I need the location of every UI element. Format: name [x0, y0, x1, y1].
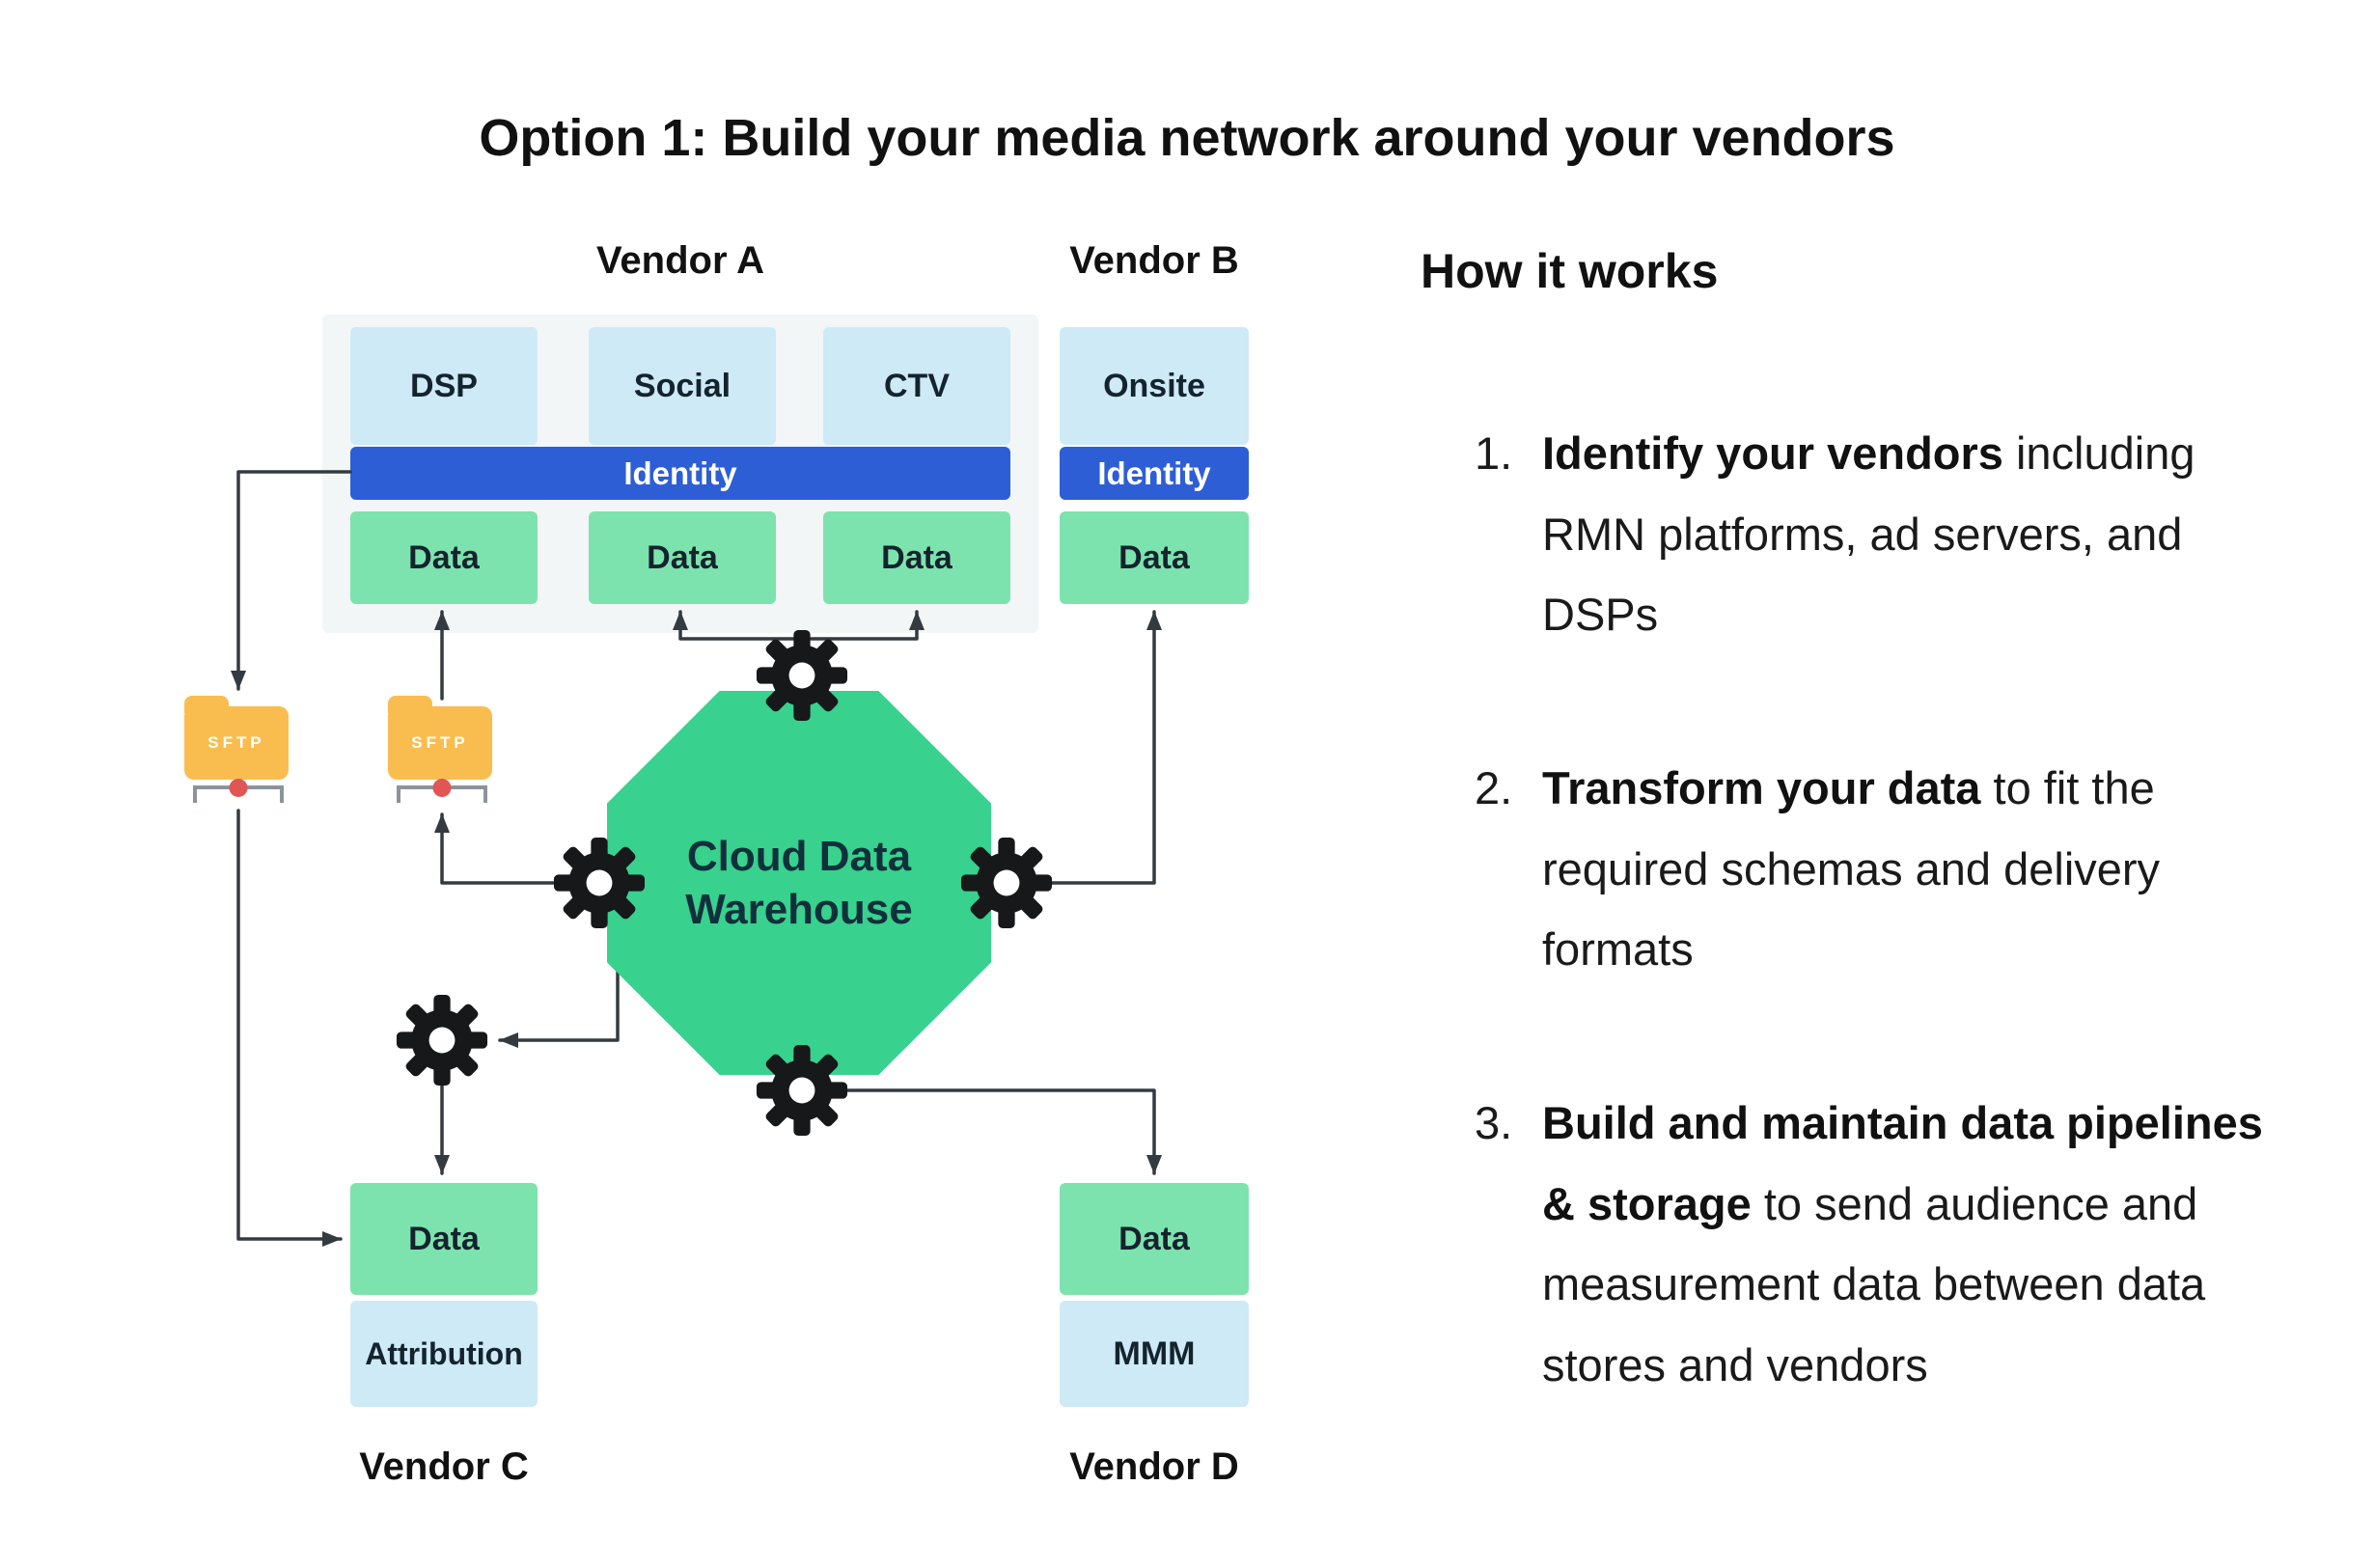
step-item-1: 1. Identify your vendors including RMN p… [1475, 413, 2362, 655]
step-item-3: 3. Build and maintain data pipelines & s… [1475, 1083, 2362, 1406]
data-box-vendor-a-ctv: Data [823, 511, 1010, 604]
step-lead-text: Identify your vendors [1542, 427, 2003, 479]
step-rest-text: to send audience and measurement data be… [1542, 1177, 2206, 1390]
channel-box-ctv: CTV [823, 327, 1010, 445]
data-box-vendor-d: Data [1060, 1183, 1249, 1295]
data-box-vendor-b: Data [1060, 511, 1249, 604]
sftp-label: SFTP [207, 733, 265, 752]
gear-icon-top [756, 629, 848, 722]
vendor-b-label: Vendor B [1069, 239, 1239, 282]
attribution-box-vendor-c: Attribution [350, 1301, 538, 1407]
sftp-folder-icon-1: SFTP [184, 693, 292, 803]
how-it-works-steps: 1. Identify your vendors including RMN p… [1475, 413, 2362, 1499]
gear-icon-lower-left [396, 994, 488, 1087]
data-box-vendor-c: Data [350, 1183, 538, 1295]
warehouse-label-line1: Cloud Data [686, 833, 912, 880]
channel-box-dsp: DSP [350, 327, 538, 445]
network-connector-icon [193, 779, 284, 803]
vendor-a-label: Vendor A [595, 239, 765, 282]
step-item-2: 2. Transform your data to fit the requir… [1475, 748, 2362, 990]
step-text: Transform your data to fit the required … [1542, 748, 2295, 990]
sftp-folder-icon-2: SFTP [388, 693, 496, 803]
sftp-label: SFTP [411, 733, 469, 752]
step-number: 3. [1475, 1096, 1513, 1148]
channel-box-social: Social [589, 327, 776, 445]
folder-icon: SFTP [388, 696, 492, 780]
step-text: Build and maintain data pipelines & stor… [1542, 1083, 2295, 1406]
red-node-dot [432, 779, 452, 797]
page-title: Option 1: Build your media network aroun… [479, 109, 1895, 167]
data-box-vendor-a-dsp: Data [350, 511, 538, 604]
folder-icon: SFTP [184, 696, 289, 780]
step-text: Identify your vendors including RMN plat… [1542, 413, 2295, 655]
mmm-box-vendor-d: MMM [1060, 1301, 1249, 1407]
step-rest-text: to fit the required schemas and delivery… [1542, 761, 2161, 976]
vendor-d-label: Vendor D [1069, 1445, 1239, 1488]
step-number: 1. [1475, 427, 1513, 479]
red-node-dot [229, 779, 248, 797]
channel-box-onsite: Onsite [1060, 327, 1249, 445]
vendor-c-label: Vendor C [359, 1445, 529, 1488]
step-number: 2. [1475, 761, 1513, 813]
data-box-vendor-a-social: Data [589, 511, 776, 604]
warehouse-label-line2: Warehouse [685, 886, 913, 933]
identity-bar-vendor-b: Identity [1060, 447, 1249, 500]
step-rest-text: including RMN platforms, ad servers, and… [1542, 427, 2195, 641]
step-lead-text: Build and maintain data pipelines & stor… [1542, 1096, 2263, 1229]
step-lead-text: Transform your data [1542, 761, 1981, 813]
network-connector-icon [397, 779, 487, 803]
gear-icon-right [960, 837, 1053, 929]
identity-bar-vendor-a: Identity [350, 447, 1010, 500]
cloud-data-warehouse: Cloud Data Warehouse [607, 691, 991, 1075]
gear-icon-bottom [756, 1044, 848, 1137]
how-it-works-heading: How it works [1421, 244, 1719, 298]
gear-icon-left [553, 837, 646, 929]
